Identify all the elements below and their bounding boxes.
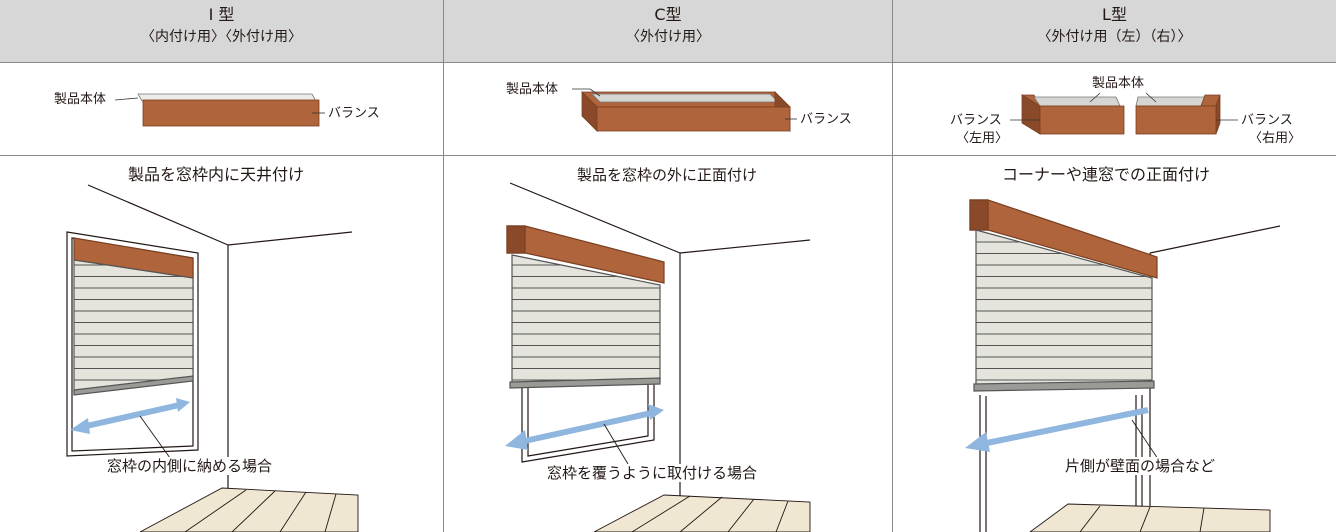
column-divider	[443, 0, 444, 532]
l-type-part-diagram	[1010, 92, 1238, 135]
scene-heading: 製品を窓枠内に天井付け	[128, 165, 305, 184]
header-l-type: L型 〈外付け用（左）（右）〉	[893, 0, 1336, 63]
c-type-scene	[505, 182, 811, 532]
type-label: I 型	[208, 5, 235, 24]
type-subtitle: 〈外付け用（左）（右）〉	[1037, 29, 1192, 45]
type-label: C型	[654, 5, 682, 24]
label-product-body: 製品本体	[506, 82, 559, 97]
label-product-body: 製品本体	[54, 92, 107, 107]
label-valance-right-sub: 〈右用〉	[1249, 131, 1302, 146]
row-divider	[0, 155, 1336, 156]
label-valance: バランス	[800, 112, 852, 127]
scene-caption: 窓枠の内側に納める場合	[104, 457, 276, 475]
label-product-body: 製品本体	[1092, 76, 1145, 91]
type-subtitle: 〈内付け用〉〈外付け用〉	[141, 29, 302, 45]
label-valance: バランス	[328, 106, 380, 121]
header-i-type: I 型 〈内付け用〉〈外付け用〉	[0, 0, 443, 63]
c-type-part-diagram	[572, 88, 797, 132]
column-divider	[892, 0, 893, 532]
header-c-type: C型 〈外付け用〉	[444, 0, 892, 63]
label-valance-left: バランス	[950, 113, 1002, 128]
scene-caption: 窓枠を覆うように取付ける場合	[544, 464, 761, 482]
i-type-part-diagram	[114, 93, 325, 127]
l-type-scene	[965, 199, 1281, 532]
label-valance-right: バランス	[1241, 113, 1293, 128]
scene-heading: 製品を窓枠の外に正面付け	[577, 166, 758, 184]
label-valance-left-sub: 〈左用〉	[956, 131, 1009, 146]
scene-caption: 片側が壁面の場合など	[1062, 457, 1219, 475]
type-subtitle: 〈外付け用〉	[626, 29, 710, 45]
i-type-scene	[66, 184, 359, 532]
scene-heading: コーナーや連窓での正面付け	[1002, 165, 1211, 184]
type-label: L型	[1102, 5, 1127, 24]
